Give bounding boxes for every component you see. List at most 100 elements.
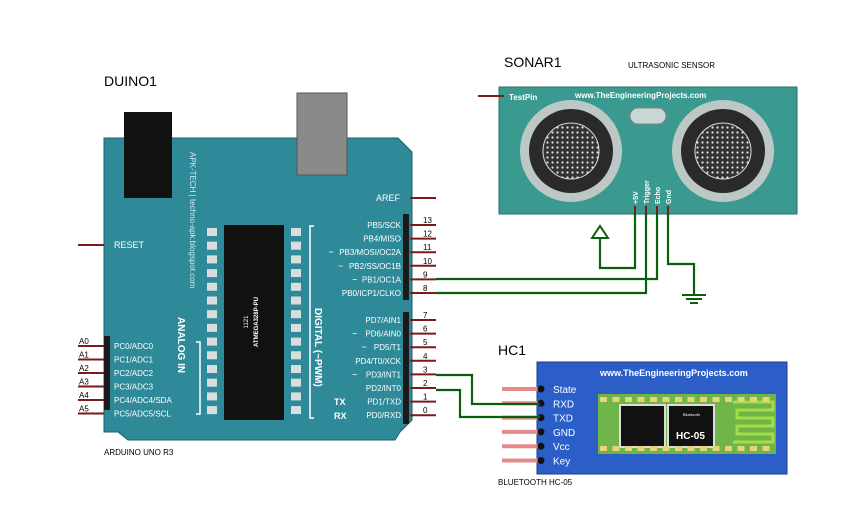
bt-pad <box>750 446 757 451</box>
bt-pad <box>762 446 770 451</box>
arduino-uno[interactable]: DUINO1 1121 ATMEGA328P-PU APK-TECH | tec… <box>78 73 436 457</box>
digital-pin-name: PD2/INT0 <box>366 384 402 393</box>
rx-label: RX <box>334 411 347 421</box>
bt-pad <box>700 397 707 402</box>
power-jack <box>124 112 172 198</box>
analog-pin-name: PC0/ADC0 <box>114 342 154 351</box>
bt-pin-dot <box>537 385 545 393</box>
ground-icon <box>682 294 706 304</box>
bt-pin-label: State <box>553 385 577 396</box>
bt-pad <box>662 446 670 451</box>
digital-pin-name: PB1/OC1A <box>362 275 402 284</box>
digital-header-bottom <box>403 312 409 424</box>
chip-socket-pin <box>291 282 301 291</box>
chip-socket-pin <box>291 351 301 360</box>
digital-pin-number: 13 <box>423 216 432 225</box>
analog-pins: A0PC0/ADC0A1PC1/ADC1A2PC2/ADC2A3PC3/ADC3… <box>78 337 172 419</box>
ultrasonic-sensor[interactable]: SONAR1 ULTRASONIC SENSOR www.TheEngineer… <box>478 54 798 222</box>
wire-5v-supply <box>598 214 637 270</box>
bt-pad <box>650 446 657 451</box>
pwm-marker: ~ <box>338 261 343 271</box>
pwm-marker: ~ <box>352 329 357 339</box>
tx-label: TX <box>334 397 346 407</box>
testpin-label: TestPin <box>509 93 537 102</box>
digital-pin-name: PB5/SCK <box>367 221 401 230</box>
chip-socket-pin <box>291 323 301 332</box>
digital-pin-number: 9 <box>423 270 428 279</box>
bt-pin-dot <box>537 428 545 436</box>
sonar-pin-label: +5V <box>633 191 640 204</box>
arduino-brand: APK-TECH | techno-apk.blogspot.com <box>188 152 197 289</box>
chip-socket-pin <box>207 241 217 250</box>
wire-pin3-rxd <box>436 373 540 406</box>
chip-socket-pin <box>207 296 217 305</box>
chip-socket-pin <box>207 282 217 291</box>
digital-pin-number: 1 <box>423 393 428 402</box>
digital-bracket <box>309 225 314 419</box>
wires <box>436 214 696 419</box>
bt-pad <box>612 397 620 402</box>
bt-pads <box>600 397 770 451</box>
pwm-marker: ~ <box>352 274 357 284</box>
pwm-marker: ~ <box>362 342 367 352</box>
analog-pin-name: PC2/ADC2 <box>114 369 154 378</box>
bt-pad <box>750 397 757 402</box>
bt-pad <box>687 397 695 402</box>
chip-socket-pin <box>291 296 301 305</box>
digital-pin-number: 10 <box>423 257 432 266</box>
bt-pad <box>600 446 607 451</box>
bt-pin-label: RXD <box>553 399 574 410</box>
bt-pad <box>725 397 732 402</box>
arduino-subtitle: ARDUINO UNO R3 <box>104 448 174 457</box>
bt-pad <box>675 397 682 402</box>
digital-pin-number: 2 <box>423 379 428 388</box>
digital-pin-number: 7 <box>423 311 428 320</box>
sonar-crystal <box>629 107 667 125</box>
chip-socket-pin <box>291 392 301 401</box>
chip-socket-pin <box>207 228 217 236</box>
analog-pin-name: PC1/ADC1 <box>114 356 154 365</box>
bt-antenna <box>733 400 775 444</box>
digital-pin-name: PD0/RXD <box>366 411 401 420</box>
bt-pad <box>650 397 657 402</box>
digital-pin-name: PD1/TXD <box>367 398 401 407</box>
sonar-website: www.TheEngineeringProjects.com <box>574 91 706 100</box>
sonar-title: SONAR1 <box>504 54 562 70</box>
bt-pad <box>700 446 707 451</box>
pwm-marker: ~ <box>352 369 357 379</box>
atmega-chip: 1121 ATMEGA328P-PU <box>207 225 301 420</box>
digital-header-top <box>403 214 409 300</box>
wire-pin2-txd <box>436 388 540 419</box>
bluetooth-module[interactable]: HC1 www.TheEngineeringProjects.com Bluet… <box>498 342 788 487</box>
chip-socket-pin <box>291 365 301 373</box>
digital-pin-number: 0 <box>423 406 428 415</box>
chip-socket-pin <box>207 365 217 373</box>
bt-module-label: HC-05 <box>676 431 705 442</box>
analog-pin-number: A4 <box>79 391 89 400</box>
bt-title: HC1 <box>498 342 526 358</box>
chip-socket-pin <box>207 310 217 319</box>
sonar-pin-label: Trigger <box>644 180 651 204</box>
wire-pin9-echo <box>436 214 659 281</box>
arduino-title: DUINO1 <box>104 73 157 89</box>
analog-pin-number: A3 <box>79 378 89 387</box>
chip-socket-pin <box>291 337 301 346</box>
usb-connector <box>296 92 348 176</box>
chip-socket-pin <box>207 337 217 346</box>
bt-pin-dot <box>537 414 545 422</box>
chip-socket-pin <box>291 255 301 264</box>
analog-pin-name: PC3/ADC3 <box>114 383 154 392</box>
digital-pin-name: PB2/SS/OC1B <box>349 262 401 271</box>
wire-pin8-trigger <box>436 214 648 295</box>
digital-pin-name: PD4/T0/XCK <box>355 357 401 366</box>
bt-pad <box>762 397 770 402</box>
digital-pin-name: PB0/ICP1/CLKO <box>342 289 401 298</box>
digital-pins: 13PB5/SCK12PB4/MISO11PB3/MOSI/OC2A~10PB2… <box>329 216 436 420</box>
digital-pin-number: 5 <box>423 338 428 347</box>
chip-socket-pin <box>291 310 301 319</box>
chip-socket-pin <box>207 392 217 401</box>
transducer-left <box>520 100 622 202</box>
sonar-pin-label: Echo <box>655 187 662 204</box>
bt-pad <box>625 446 632 451</box>
